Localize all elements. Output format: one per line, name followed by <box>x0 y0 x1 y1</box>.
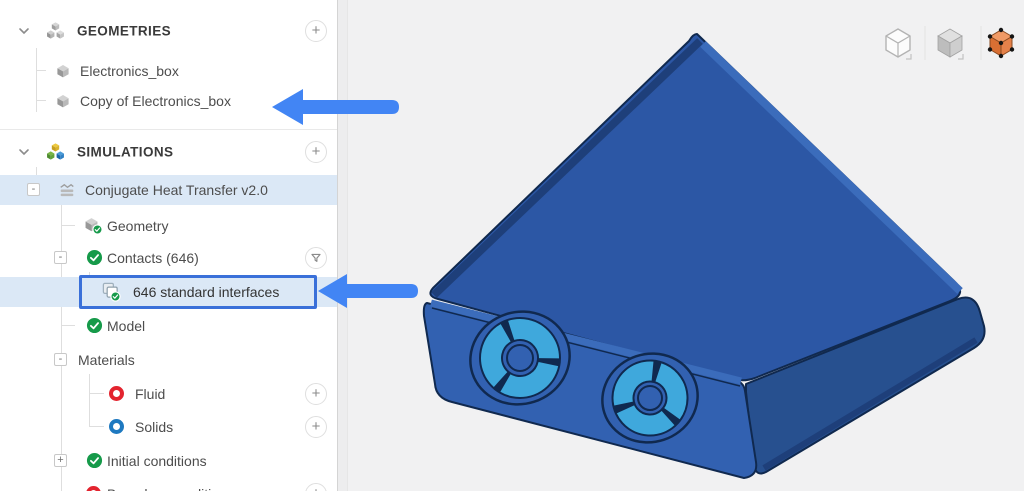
tree-guide-line <box>36 48 37 112</box>
fluid-ring-icon <box>109 386 124 401</box>
tree-item-label: Model <box>107 318 146 334</box>
tree-row-materials[interactable]: - Materials <box>0 345 337 375</box>
tree-guide-line <box>89 393 104 394</box>
collapse-toggle[interactable]: - <box>54 251 67 264</box>
tree-row-boundary-conditions[interactable]: Boundary conditions + <box>0 479 337 491</box>
add-simulation-button[interactable]: + <box>305 141 327 163</box>
tree-row-standard-interfaces[interactable]: 646 standard interfaces <box>0 277 337 307</box>
tree-item-label: Electronics_box <box>80 63 179 79</box>
tree-item-label: Fluid <box>135 386 166 402</box>
tree-item-label: Geometry <box>107 218 169 234</box>
chevron-down-icon[interactable] <box>18 148 30 156</box>
add-geometry-button[interactable]: + <box>305 20 327 42</box>
tree-guide-line <box>36 70 46 71</box>
add-solids-button[interactable]: + <box>305 416 327 438</box>
check-circle-icon <box>86 317 103 334</box>
tree-item-label: Solids <box>135 419 174 435</box>
geometry-cube-icon <box>55 93 71 109</box>
wireframe-view-button[interactable] <box>885 28 912 60</box>
tree-guide-line <box>89 374 90 427</box>
sidebar-scrollbar[interactable] <box>337 0 348 491</box>
fan-left[interactable] <box>458 299 582 417</box>
tree-row-geometry[interactable]: Geometry <box>0 211 337 241</box>
tree-guide-line <box>61 325 75 326</box>
model-right-face <box>745 296 986 475</box>
3d-model-electronics-box[interactable] <box>422 33 986 479</box>
expand-toggle[interactable]: + <box>54 454 67 467</box>
collapse-toggle[interactable]: - <box>54 353 67 366</box>
selected-geometry-view-button[interactable] <box>987 27 1015 59</box>
model-topright-bevel <box>700 41 963 294</box>
vertex-dots <box>987 27 1015 59</box>
tree-item-label: Materials <box>78 352 135 368</box>
tree-row-solids[interactable]: Solids + <box>0 412 337 442</box>
model-front-face <box>422 302 758 479</box>
check-circle-icon <box>86 249 103 266</box>
filter-funnel-icon <box>308 250 324 266</box>
simulation-layers-icon <box>58 181 76 199</box>
tree-row-electronics-box[interactable]: Electronics_box <box>0 56 337 86</box>
fan-right[interactable] <box>591 341 709 454</box>
tree-row-copy-electronics-box[interactable]: Copy of Electronics_box <box>0 86 337 116</box>
chevron-down-icon[interactable] <box>18 27 30 35</box>
collapse-toggle[interactable]: - <box>27 183 40 196</box>
tree-guide-line <box>89 426 104 427</box>
view-controls <box>885 26 1015 60</box>
check-badge-icon <box>92 224 103 235</box>
add-boundary-button[interactable]: + <box>305 483 327 491</box>
tree-guide-line <box>36 100 46 101</box>
simulation-name-label: Conjugate Heat Transfer v2.0 <box>85 182 268 198</box>
simulations-cubes-icon <box>47 143 64 160</box>
filter-button[interactable] <box>305 247 327 269</box>
model-top-face <box>429 33 961 382</box>
shaded-view-button[interactable] <box>937 28 964 60</box>
tree-item-label: Copy of Electronics_box <box>80 93 231 109</box>
model-edge-line <box>431 307 741 387</box>
tree-item-label: Initial conditions <box>107 453 207 469</box>
tree-row-fluid[interactable]: Fluid + <box>0 379 337 409</box>
section-divider <box>0 129 337 130</box>
tree-row-simulations[interactable]: SIMULATIONS + <box>0 137 337 167</box>
solids-ring-icon <box>109 419 124 434</box>
tree-row-model[interactable]: Model <box>0 311 337 341</box>
model-front-top-bevel <box>430 299 742 385</box>
geometries-cubes-icon <box>47 22 64 39</box>
tree-guide-line <box>61 225 75 226</box>
tree-item-label: Boundary conditions <box>107 486 234 491</box>
model-right-bevel <box>762 337 978 471</box>
tree-row-contacts[interactable]: - Contacts (646) <box>0 243 337 273</box>
add-fluid-button[interactable]: + <box>305 383 327 405</box>
tree-row-initial-conditions[interactable]: + Initial conditions <box>0 446 337 476</box>
geometry-cube-icon <box>55 63 71 79</box>
boundary-ring-icon <box>86 486 101 491</box>
section-title-simulations: SIMULATIONS <box>77 144 174 160</box>
tree-guide-line <box>61 205 62 491</box>
tree-row-geometries[interactable]: GEOMETRIES + <box>0 16 337 46</box>
simulation-tree-panel: GEOMETRIES + Electronics_box Copy of Ele… <box>0 0 337 491</box>
tree-item-label: 646 standard interfaces <box>133 284 280 300</box>
section-title-geometries: GEOMETRIES <box>77 23 172 39</box>
selection-highlight-box <box>79 275 317 309</box>
check-circle-icon <box>86 452 103 469</box>
model-left-bevel <box>431 38 703 298</box>
tree-item-label: Contacts (646) <box>107 250 199 266</box>
tree-row-conjugate-heat-transfer[interactable]: - Conjugate Heat Transfer v2.0 <box>0 175 337 205</box>
